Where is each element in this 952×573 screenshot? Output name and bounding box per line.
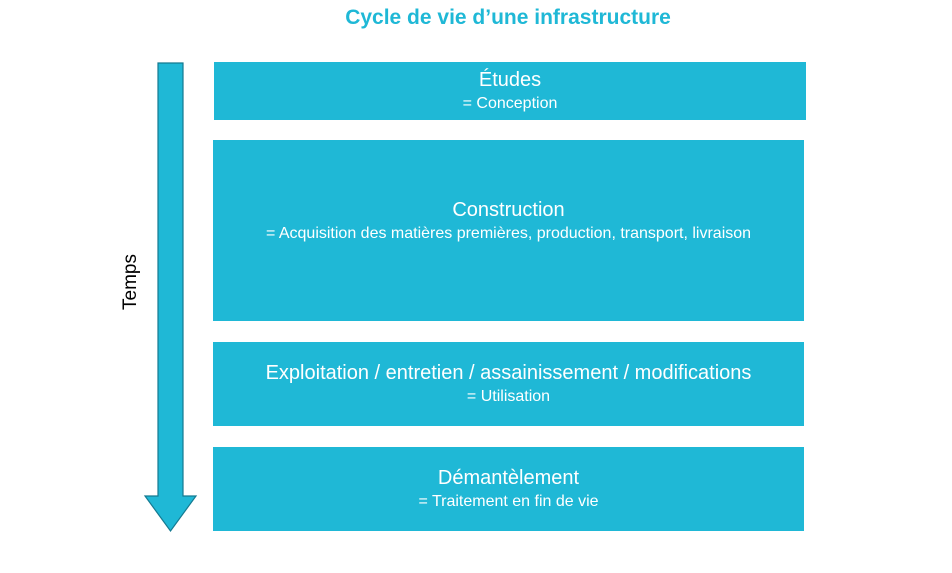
time-arrow (143, 62, 198, 533)
stage-description: = Conception (462, 95, 558, 112)
stage-description: = Traitement en fin de vie (418, 493, 599, 510)
stage-name: Construction (452, 198, 565, 221)
stage-name: Démantèlement (437, 467, 580, 489)
stage-box-demantelement: Démantèlement = Traitement en fin de vie (213, 447, 804, 531)
stage-box-construction: Construction = Acquisition des matières … (213, 140, 804, 321)
stage-box-etudes: Études = Conception (214, 62, 806, 120)
stage-description: = Utilisation (466, 388, 551, 405)
stage-name: Études (478, 69, 542, 91)
diagram-title: Cycle de vie d’une infrastructure (345, 6, 671, 29)
time-axis-label: Temps (120, 254, 141, 310)
stage-description: = Acquisition des matières premières, pr… (265, 224, 752, 242)
stage-box-exploitation: Exploitation / entretien / assainissemen… (213, 342, 804, 426)
stage-name: Exploitation / entretien / assainissemen… (265, 362, 752, 384)
time-arrow-shape (143, 62, 198, 533)
